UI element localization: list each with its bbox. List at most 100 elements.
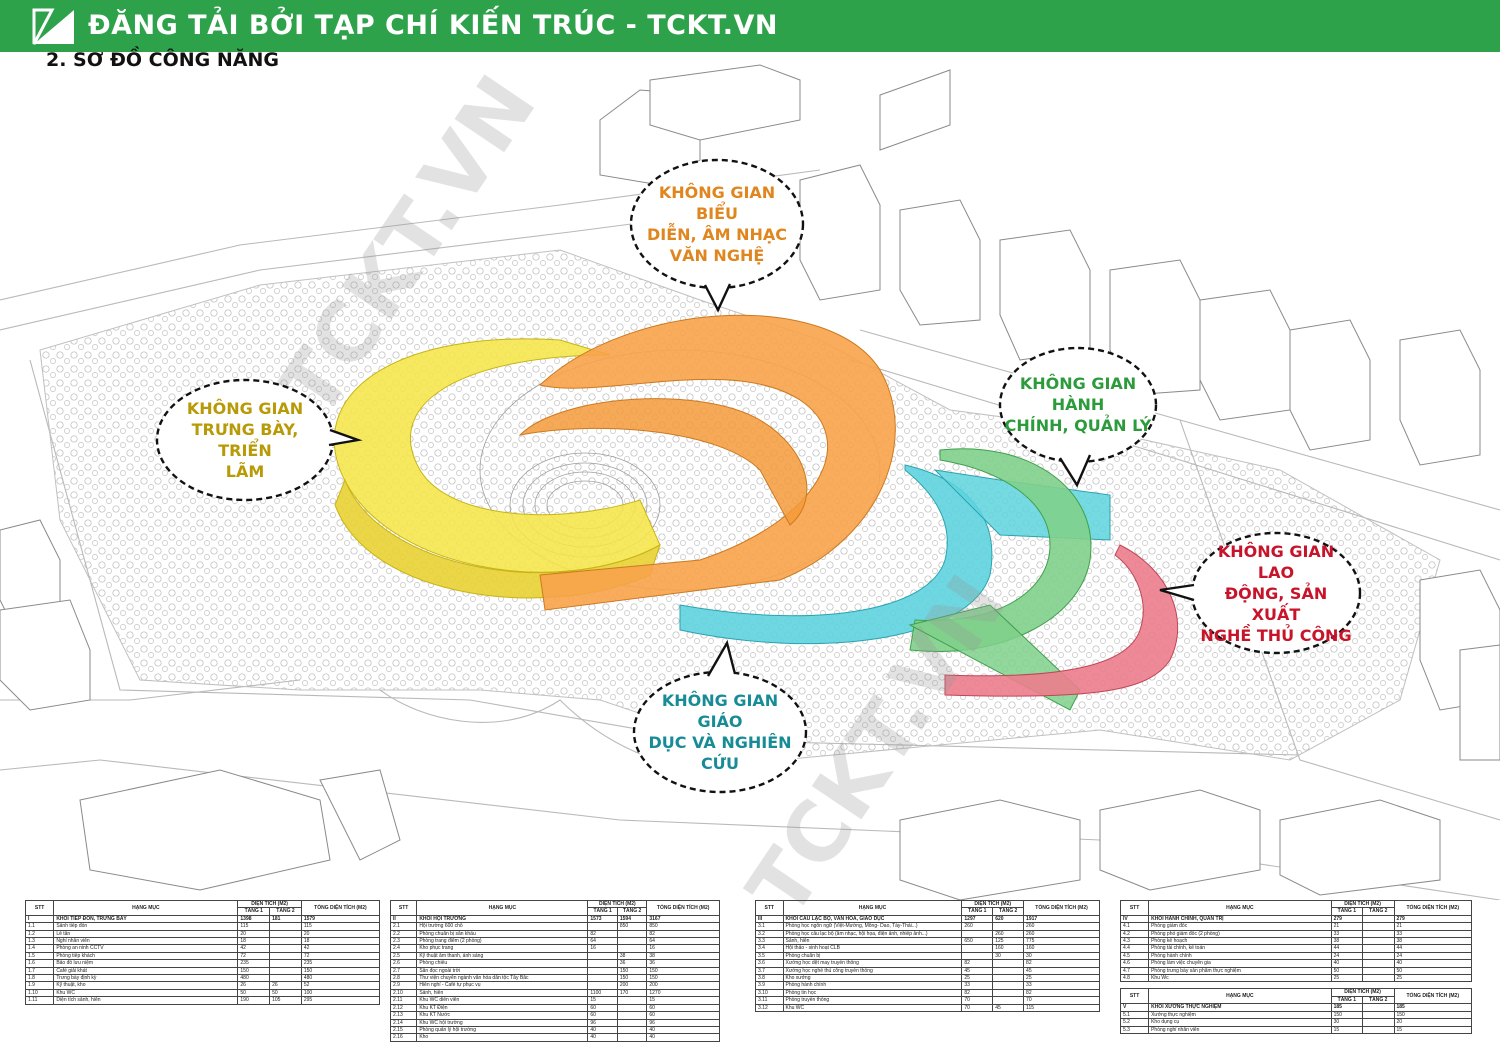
table-cell: 5.3 bbox=[1119, 1025, 1150, 1034]
table-cell: 1917 bbox=[1023, 914, 1100, 924]
table-cell: Sảnh, hiên bbox=[782, 937, 963, 946]
table-cell: 24 bbox=[1330, 951, 1364, 961]
table-cell bbox=[992, 996, 1025, 1005]
table-cell bbox=[616, 944, 648, 953]
table-cell bbox=[269, 944, 302, 953]
table-cell: 50 bbox=[269, 988, 302, 998]
table-cell bbox=[1362, 1025, 1395, 1034]
table-header-total: TỔNG DIỆN TÍCH (M2) bbox=[1393, 988, 1472, 1005]
zone-label-education-text: KHÔNG GIAN GIÁO DỤC VÀ NGHIÊN CỨU bbox=[648, 691, 792, 773]
table-cell: Kho bbox=[416, 1033, 589, 1042]
table-cell: 279 bbox=[1393, 914, 1472, 924]
table-cell: 25 bbox=[961, 974, 994, 983]
bubble-outline-performance bbox=[629, 158, 805, 290]
table-cell: KHỐI CÂU LẠC BỘ, VĂN HÓA, GIÁO DỤC bbox=[782, 914, 963, 924]
table-cell bbox=[616, 937, 648, 946]
table-cell: Kho phục trang bbox=[416, 944, 589, 953]
tckt-logo-icon bbox=[32, 8, 74, 45]
table-cell: Thư viện chuyên ngành văn hóa dân tộc Tâ… bbox=[416, 974, 589, 983]
zone-label-performance-text: KHÔNG GIAN BIỂU DIỄN, ÂM NHẠC VĂN NGHỆ bbox=[647, 183, 787, 265]
table-cell: 30 bbox=[1330, 1018, 1364, 1027]
table-cell: 125 bbox=[992, 937, 1025, 946]
table-cell: 260 bbox=[992, 929, 1025, 939]
table-header-total: TỔNG DIỆN TÍCH (M2) bbox=[1393, 900, 1472, 916]
zone-label-education: KHÔNG GIAN GIÁO DỤC VÀ NGHIÊN CỨU bbox=[644, 690, 796, 774]
table-header-area: DIỆN TÍCH (M2) bbox=[1330, 899, 1395, 909]
table-cell: 38 bbox=[646, 951, 720, 961]
table-cell: Kỹ thuật, kho bbox=[53, 981, 239, 990]
table-cell: 115 bbox=[300, 922, 381, 931]
table-cell: 115 bbox=[1023, 1003, 1100, 1013]
table-header-floor-1: TẦNG 1 bbox=[961, 907, 994, 916]
table-cell: 235 bbox=[300, 959, 381, 968]
table-cell: 33 bbox=[1330, 929, 1364, 939]
table-cell: 60 bbox=[646, 1011, 720, 1020]
table-cell bbox=[269, 966, 302, 976]
table-cell: Trưng bày định kỳ bbox=[53, 974, 239, 983]
table-cell: 60 bbox=[587, 1003, 618, 1013]
table-cell bbox=[616, 996, 648, 1005]
table-cell: 2.5 bbox=[389, 951, 418, 961]
table-cell: 30 bbox=[992, 951, 1025, 961]
table-cell: 21 bbox=[1330, 922, 1364, 931]
table-cell: 25 bbox=[1330, 974, 1364, 983]
table-header-floor-1: TẦNG 1 bbox=[1330, 907, 1364, 916]
table-cell bbox=[961, 944, 994, 953]
zone-label-performance: KHÔNG GIAN BIỂU DIỄN, ÂM NHẠC VĂN NGHỆ bbox=[641, 180, 793, 268]
table-cell: 185 bbox=[1330, 1003, 1364, 1012]
table-cell: KHỐI HỘI TRƯỜNG bbox=[416, 914, 589, 924]
table-cell: KHỐI XƯỞNG THỰC NGHIỆM bbox=[1148, 1003, 1332, 1012]
table-cell: Phòng hành chính bbox=[782, 981, 963, 990]
table-cell: 2.3 bbox=[389, 937, 418, 946]
table-header-item: HẠNG MỤC bbox=[1148, 988, 1332, 1005]
table-header-item: HẠNG MỤC bbox=[782, 900, 963, 916]
table-cell: Khu WC hội trường bbox=[416, 1018, 589, 1027]
table-cell: 235 bbox=[237, 959, 271, 968]
table-cell: 42 bbox=[237, 944, 271, 953]
table-cell: Khu KT Điện bbox=[416, 1003, 589, 1013]
table-cell: Phòng giám đốc bbox=[1148, 922, 1332, 931]
table-cell bbox=[616, 1033, 648, 1042]
table-cell: 60 bbox=[646, 1003, 720, 1013]
table-cell: 1.2 bbox=[24, 929, 55, 939]
table-cell: Khu WC bbox=[782, 1003, 963, 1013]
table-cell bbox=[587, 959, 618, 968]
table-cell: 16 bbox=[587, 944, 618, 953]
table-cell: 185 bbox=[1393, 1003, 1472, 1012]
table-header-total: TỔNG DIỆN TÍCH (M2) bbox=[646, 900, 720, 916]
table-cell: 3.2 bbox=[755, 929, 784, 939]
table-header-stt: STT bbox=[1119, 900, 1150, 916]
table-cell: 15 bbox=[587, 996, 618, 1005]
table-cell: 16 bbox=[646, 944, 720, 953]
table-cell: Bảo đồ lưu niệm bbox=[53, 959, 239, 968]
table-cell: 2.6 bbox=[389, 959, 418, 968]
table-header-item: HẠNG MỤC bbox=[416, 900, 589, 916]
table-cell: 100 bbox=[300, 988, 381, 998]
table-cell: 18 bbox=[300, 937, 381, 946]
table-cell: Hội thảo - sinh hoạt CLB bbox=[782, 944, 963, 953]
table-cell: 64 bbox=[646, 937, 720, 946]
table-cell: 260 bbox=[1023, 929, 1100, 939]
table-cell: 40 bbox=[587, 1033, 618, 1042]
table-cell: Phòng an ninh CCTV bbox=[53, 944, 239, 953]
table-cell: 25 bbox=[1023, 974, 1100, 983]
